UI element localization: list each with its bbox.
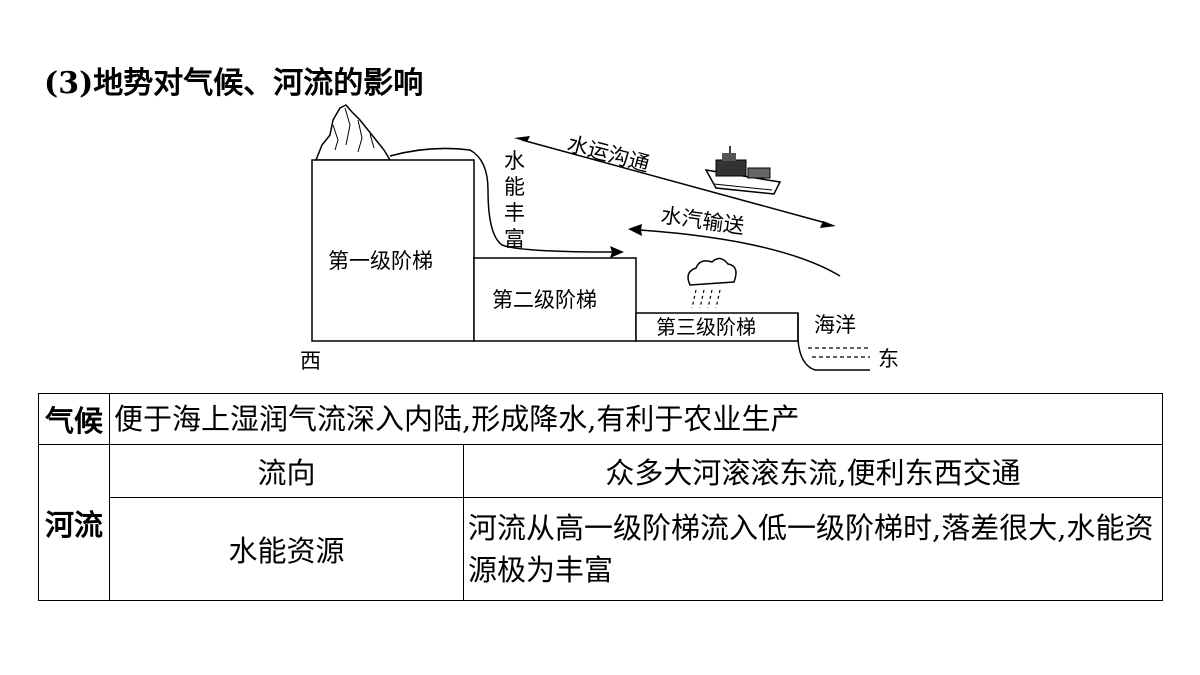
- effects-table: 气候 便于海上湿润气流深入内陆,形成降水,有利于农业生产 河流 流向 众多大河滚…: [38, 393, 1163, 601]
- page-title: (3)地势对气候、河流的影响: [44, 66, 424, 101]
- vapor-arrow: [639, 229, 841, 277]
- coast-line: [797, 313, 870, 371]
- flow-text: 众多大河滚滚东流,便利东西交通: [463, 444, 1163, 498]
- west-label: 西: [300, 349, 321, 373]
- shipping-arrowhead-east: [820, 221, 836, 228]
- ocean-label: 海洋: [814, 313, 856, 337]
- vapor-arrowhead: [628, 224, 642, 236]
- hydro-label-3: 丰: [504, 201, 525, 225]
- terrain-diagram: 第一级阶梯 第二级阶梯 第三级阶梯 水 能 丰 富 水运沟通 水汽输送 海洋 西…: [300, 104, 899, 373]
- mountain-icon: [314, 104, 392, 161]
- shipping-arrow: [521, 139, 827, 224]
- east-label: 东: [878, 347, 899, 371]
- table-row: 气候 便于海上湿润气流深入内陆,形成降水,有利于农业生产: [38, 393, 1163, 445]
- table-row: 河流 流向 众多大河滚滚东流,便利东西交通: [38, 444, 1163, 601]
- step-two-label: 第二级阶梯: [492, 288, 597, 312]
- hydro-label-4: 富: [504, 227, 525, 251]
- rain-cloud-icon: [687, 257, 737, 309]
- shipping-label: 水运沟通: [565, 132, 652, 177]
- ship-icon: [704, 146, 782, 195]
- step-three-block: [635, 312, 799, 342]
- shipping-arrowhead-west: [514, 136, 530, 142]
- flow-aspect: 流向: [109, 444, 464, 498]
- hydro-label-1: 水: [504, 149, 525, 173]
- step-three-label: 第三级阶梯: [656, 315, 756, 339]
- climate-text: 便于海上湿润气流深入内陆,形成降水,有利于农业生产: [109, 393, 1163, 445]
- river-category: 河流: [38, 444, 110, 601]
- table-row: 水能资源 河流从高一级阶梯流入低一级阶梯时,落差很大,水能资源极为丰富: [39, 497, 1163, 601]
- river-arrowhead: [610, 246, 624, 258]
- hydro-text: 河流从高一级阶梯流入低一级阶梯时,落差很大,水能资源极为丰富: [463, 497, 1163, 601]
- step-two-block: [473, 257, 637, 342]
- step-one-label: 第一级阶梯: [328, 249, 433, 273]
- climate-category: 气候: [38, 393, 110, 445]
- step-one-block: [311, 159, 475, 342]
- river-arrow: [389, 147, 613, 253]
- ocean-waves: [808, 347, 870, 358]
- hydro-aspect: 水能资源: [109, 497, 464, 601]
- hydro-label-2: 能: [504, 175, 525, 199]
